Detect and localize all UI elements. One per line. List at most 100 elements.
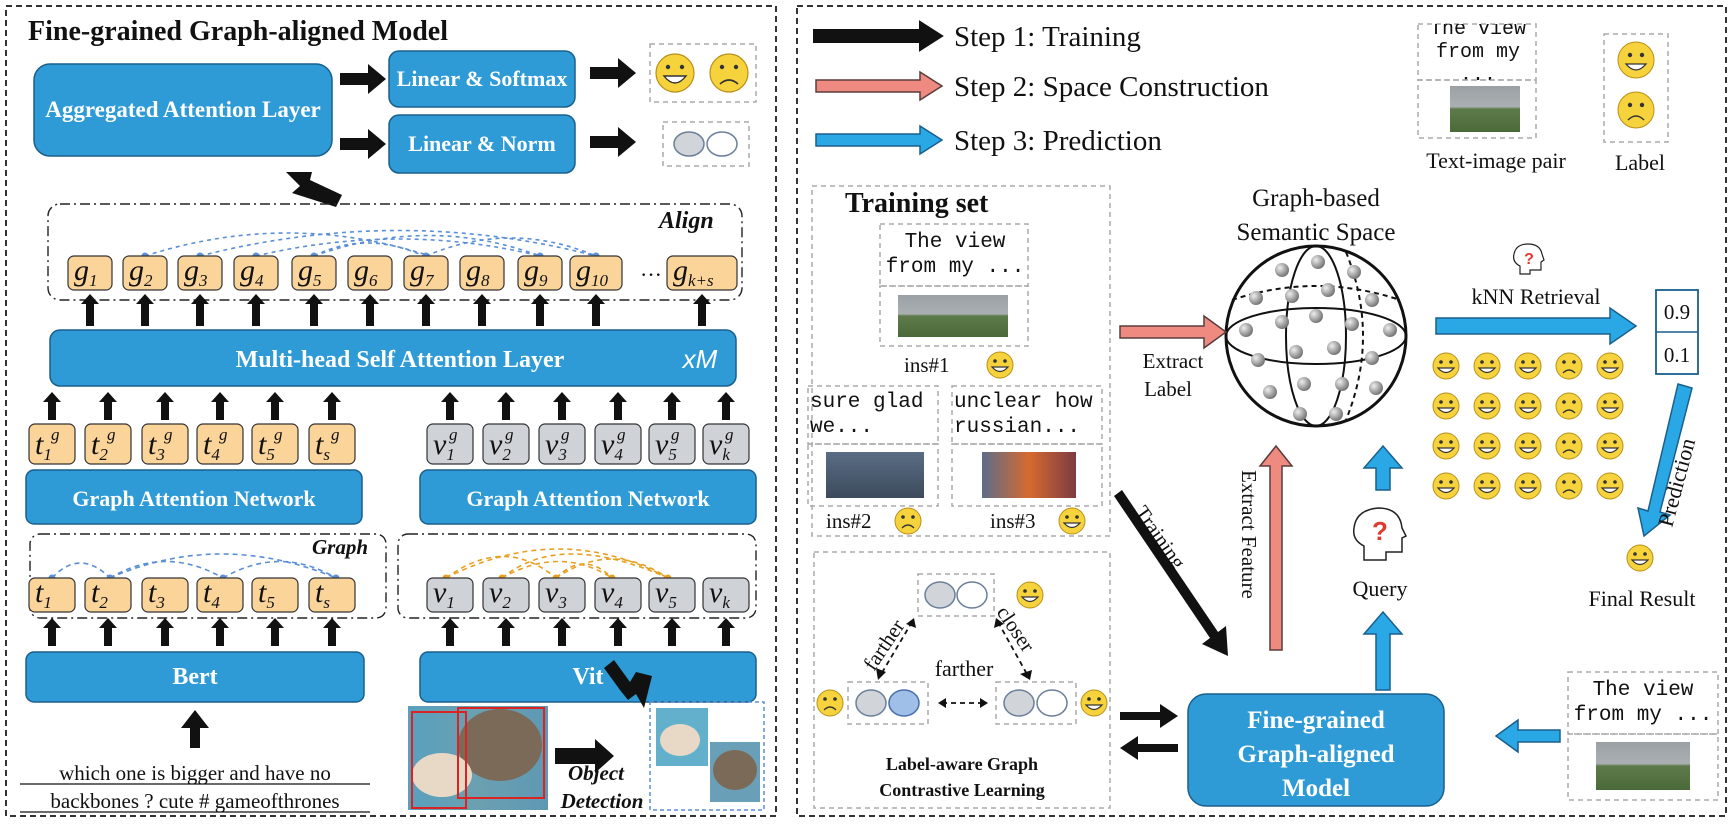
node-icon xyxy=(1036,689,1068,717)
negative-pair-box xyxy=(847,681,929,725)
query-label: Query xyxy=(1353,576,1408,601)
node-icon xyxy=(956,581,988,609)
knn-label: kNN Retrieval xyxy=(1472,284,1601,309)
happy-emoji-icon xyxy=(1514,352,1542,380)
sad-emoji-icon xyxy=(1617,91,1655,129)
extract-label-arrow xyxy=(1119,314,1228,350)
training-arrow xyxy=(1114,490,1228,656)
text-gat-label: Graph Attention Network xyxy=(72,486,316,511)
semantic-space-sphere xyxy=(1224,244,1408,428)
graph-label: Graph xyxy=(312,535,368,559)
left-panel-border xyxy=(5,5,777,817)
svg-text:g: g xyxy=(164,425,173,444)
g-token: g6 xyxy=(347,254,393,291)
pair-image xyxy=(1450,86,1520,132)
image-graph-edges xyxy=(445,548,669,579)
space-title-line1: Graph-based xyxy=(1252,185,1380,212)
contrastive-learning-box xyxy=(813,551,1111,809)
image-token: v3 xyxy=(538,576,586,613)
g-token: gk+s xyxy=(666,254,738,291)
happy-emoji-icon xyxy=(1473,472,1501,500)
prediction-arrow xyxy=(1637,383,1693,538)
happy-emoji-icon xyxy=(1432,472,1460,500)
object-detection-line2: Detection xyxy=(560,789,644,813)
bert-label: Bert xyxy=(172,664,217,690)
text-graph-box xyxy=(29,533,387,619)
retrieved-emoji-grid xyxy=(1432,352,1624,500)
arrow-to-embedding xyxy=(590,127,636,157)
positive-pair-box xyxy=(995,681,1077,725)
linear-softmax-label: Linear & Softmax xyxy=(396,65,568,91)
happy-emoji-icon xyxy=(1596,432,1624,460)
happy-emoji-icon xyxy=(1432,392,1460,420)
text-token: t1 xyxy=(28,576,76,613)
node-icon xyxy=(888,689,920,717)
pair-image-box xyxy=(1417,79,1537,139)
svg-text:g: g xyxy=(219,425,228,444)
svg-text:g: g xyxy=(505,425,514,444)
embedding-output-box xyxy=(662,121,750,167)
image-graph-box xyxy=(397,533,757,619)
ins2-text: sure glad we... xyxy=(810,390,924,439)
node-icon xyxy=(924,581,956,609)
text-graph-token: t1g xyxy=(28,423,76,465)
image-graph-token: v3g xyxy=(538,423,586,465)
ins3-image xyxy=(982,452,1076,498)
arrow-to-sentiment xyxy=(590,58,636,88)
text-token: t4 xyxy=(196,576,244,613)
linear-softmax-box xyxy=(388,50,576,108)
score-sad: 0.1 xyxy=(1664,343,1690,367)
text-graph-edges xyxy=(51,553,337,579)
query-head-icon: ? xyxy=(1352,507,1408,561)
object-detection-line1: Object xyxy=(568,761,625,785)
g-token: g4 xyxy=(233,254,279,291)
sad-emoji-icon xyxy=(709,53,749,93)
model-label-line3: Model xyxy=(1282,775,1350,802)
happy-emoji-icon xyxy=(1596,352,1624,380)
image-graph-token: v5g xyxy=(648,423,696,465)
sad-emoji-icon xyxy=(816,689,844,717)
legend-prediction-label: Step 3: Prediction xyxy=(954,125,1162,157)
text-token: t2 xyxy=(84,576,132,613)
text-graph-token: t2g xyxy=(84,423,132,465)
legend-training-label: Step 1: Training xyxy=(954,21,1141,53)
happy-emoji-icon xyxy=(1473,432,1501,460)
happy-emoji-icon xyxy=(1473,352,1501,380)
model-label-line1: Fine-grained xyxy=(1247,707,1385,734)
svg-text:?: ? xyxy=(1524,251,1534,268)
closer-label: closer xyxy=(992,601,1040,656)
query-input-arrow xyxy=(1494,718,1561,754)
embedding-node-icon xyxy=(673,131,705,157)
happy-emoji-icon xyxy=(1626,544,1654,572)
model-label-line2: Graph-aligned xyxy=(1238,741,1395,768)
arrow-to-softmax xyxy=(340,64,386,94)
g-token: g9 xyxy=(517,254,563,291)
image-token: v4 xyxy=(594,576,642,613)
ins2-label: ins#2 xyxy=(826,509,872,533)
farther-label-1: farther xyxy=(858,615,909,675)
happy-emoji-icon xyxy=(1432,432,1460,460)
ins2-image xyxy=(826,452,924,498)
image-token: vk xyxy=(702,576,750,613)
text-token: ts xyxy=(308,576,356,613)
svg-text:?: ? xyxy=(1372,516,1388,546)
text-graph-token: t3g xyxy=(141,423,189,465)
svg-text:g: g xyxy=(617,425,626,444)
linear-norm-label: Linear & Norm xyxy=(408,130,556,156)
label-caption: Label xyxy=(1615,150,1665,175)
svg-text:g: g xyxy=(671,425,680,444)
g-token: g8 xyxy=(459,254,505,291)
image-token: v2 xyxy=(482,576,530,613)
image-gat-label: Graph Attention Network xyxy=(466,486,710,511)
image-token: v5 xyxy=(648,576,696,613)
space-title-line2: Semantic Space xyxy=(1237,219,1396,246)
arrow-to-aggregated xyxy=(286,172,342,207)
happy-emoji-icon xyxy=(986,351,1014,379)
image-token: v1 xyxy=(426,576,474,613)
vit-label: Vit xyxy=(572,664,603,690)
extract-feature-label: Extract Feature xyxy=(1237,470,1261,599)
g-ellipsis: ··· xyxy=(640,262,662,287)
